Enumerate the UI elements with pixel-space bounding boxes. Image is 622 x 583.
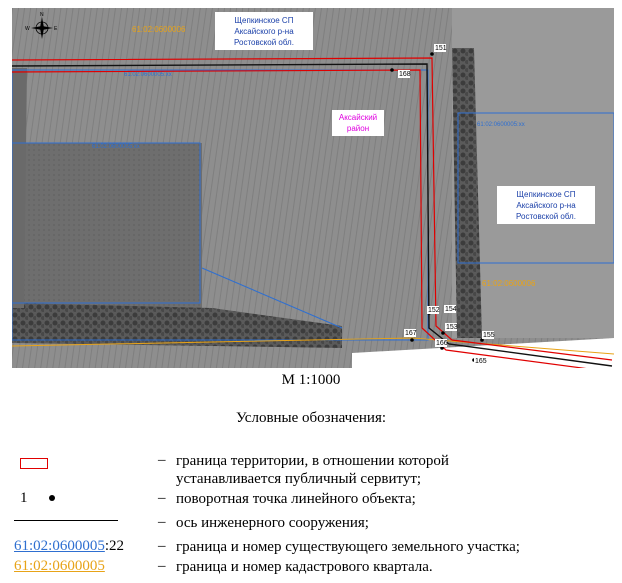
- legend-description: ось инженерного сооружения;: [176, 515, 369, 531]
- quarter-label-top: 61:02:0600006: [132, 25, 186, 34]
- svg-text:61:02:0600005:xx: 61:02:0600005:xx: [92, 144, 140, 150]
- point-label: 152: [428, 307, 440, 314]
- legend-dash: –: [158, 538, 166, 554]
- svg-text:Щепкинское СП: Щепкинское СП: [517, 190, 576, 199]
- engineering-axis: [12, 63, 613, 367]
- svg-text:Аксайский: Аксайский: [339, 113, 377, 122]
- legend-dash: –: [158, 514, 166, 530]
- point-label: 165: [475, 358, 487, 365]
- legend-description: поворотная точка линейного объекта;: [176, 491, 416, 507]
- compass-icon: N E W: [25, 12, 58, 39]
- point-symbol-number: 1: [20, 490, 28, 506]
- territory-boundary: [12, 57, 613, 368]
- svg-text:Ростовской обл.: Ростовской обл.: [516, 212, 576, 221]
- legend-description: граница территории, в отношении которой …: [176, 453, 449, 487]
- point-dot-icon: [49, 495, 55, 501]
- map-image: 61:02:0600005:xx 61:02:0600005:xx 61:02:…: [12, 8, 614, 368]
- svg-text:E: E: [54, 26, 58, 32]
- quarter-number-symbol: 61:02:0600005: [14, 558, 105, 574]
- point-label: 155: [483, 332, 495, 339]
- point-label: 153: [446, 324, 458, 331]
- legend-title: Условные обозначения:: [235, 410, 387, 426]
- legend-dash: –: [158, 558, 166, 574]
- svg-text:Ростовской обл.: Ростовской обл.: [234, 38, 294, 47]
- legend-dash: –: [158, 490, 166, 506]
- legend-dash: –: [158, 452, 166, 468]
- svg-text:N: N: [40, 12, 44, 18]
- svg-text:Щепкинское СП: Щепкинское СП: [235, 16, 294, 25]
- area-label-top: Щепкинское СП Аксайского р-на Ростовской…: [215, 12, 313, 50]
- svg-text:Аксайского р-на: Аксайского р-на: [234, 27, 294, 36]
- svg-text:61:02:0600005:xx: 61:02:0600005:xx: [477, 122, 525, 128]
- parcel-number-symbol: 61:02:0600005:22: [14, 538, 125, 554]
- quarter-boundaries: [12, 337, 614, 355]
- area-label-right: Щепкинское СП Аксайского р-на Ростовской…: [497, 186, 595, 224]
- point-label: 151: [435, 45, 447, 52]
- legend-description: граница и номер существующего земельного…: [176, 539, 520, 555]
- point-label: 168: [399, 71, 411, 78]
- axis-line-symbol: [14, 520, 118, 521]
- point-label: 166: [436, 340, 448, 347]
- district-label: Аксайский район: [332, 110, 384, 136]
- map-scale: М 1:1000: [281, 372, 341, 388]
- svg-text:W: W: [25, 26, 30, 32]
- svg-text:район: район: [347, 124, 369, 133]
- quarter-label-right: 61:02:0600006: [482, 279, 536, 288]
- legend-description: граница и номер кадастрового квартала.: [176, 559, 433, 575]
- point-label: 167: [405, 330, 417, 337]
- territory-boundary-symbol: [20, 458, 48, 469]
- svg-text:Аксайского р-на: Аксайского р-на: [516, 201, 576, 210]
- svg-text:61:02:0600005:xx: 61:02:0600005:xx: [124, 72, 172, 78]
- point-label: 154: [445, 306, 457, 313]
